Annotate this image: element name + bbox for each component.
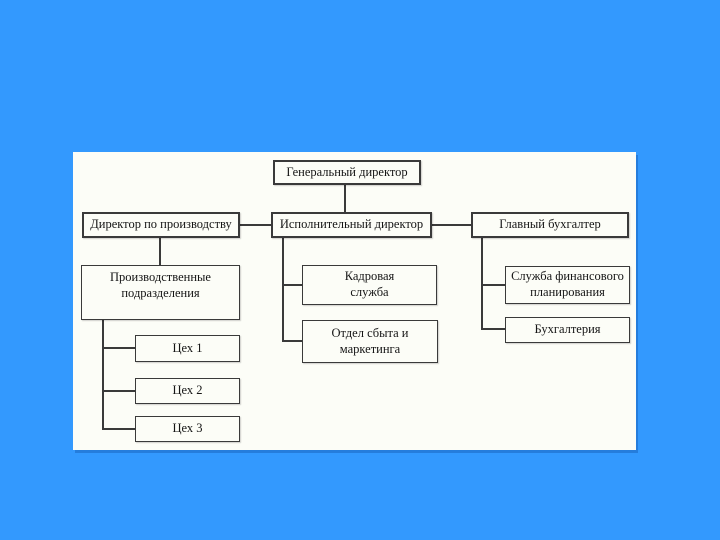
connector-trunk-executive bbox=[282, 238, 284, 342]
connector-to-shop2 bbox=[102, 390, 135, 392]
node-shop-2: Цех 2 bbox=[135, 378, 240, 404]
node-general-director: Генеральный директор bbox=[273, 160, 421, 185]
connector-to-shop3 bbox=[102, 428, 135, 430]
connector-general-to-executive bbox=[344, 185, 346, 212]
connector-executive-to-production-director bbox=[240, 224, 271, 226]
connector-to-financial-planning bbox=[481, 284, 505, 286]
connector-executive-to-chief-accountant bbox=[432, 224, 471, 226]
connector-trunk-production-units bbox=[102, 320, 104, 430]
org-chart-panel: Генеральный директор Директор по произво… bbox=[73, 152, 636, 450]
node-production-director: Директор по производству bbox=[82, 212, 240, 238]
connector-to-shop1 bbox=[102, 347, 135, 349]
node-shop-1: Цех 1 bbox=[135, 335, 240, 362]
connector-to-accounting bbox=[481, 328, 505, 330]
connector-to-hr-service bbox=[282, 284, 302, 286]
node-executive-director: Исполнительный директор bbox=[271, 212, 432, 238]
node-hr-service: Кадровая служба bbox=[302, 265, 437, 305]
connector-to-sales-marketing bbox=[282, 340, 302, 342]
node-shop-3: Цех 3 bbox=[135, 416, 240, 442]
node-sales-marketing: Отдел сбыта и маркетинга bbox=[302, 320, 438, 363]
node-chief-accountant: Главный бухгалтер bbox=[471, 212, 629, 238]
node-financial-planning: Служба финансового планирования bbox=[505, 266, 630, 304]
connector-production-director-to-units bbox=[159, 238, 161, 265]
node-accounting: Бухгалтерия bbox=[505, 317, 630, 343]
node-production-units: Производственные подразделения bbox=[81, 265, 240, 320]
